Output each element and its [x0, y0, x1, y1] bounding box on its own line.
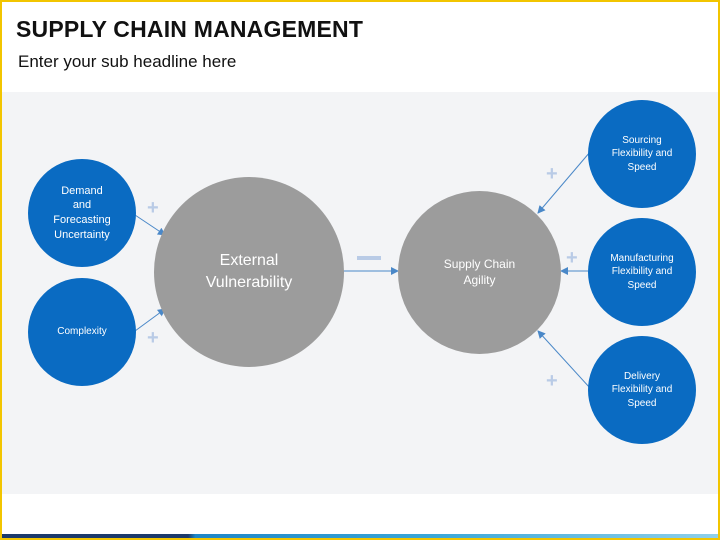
page-subtitle: Enter your sub headline here [18, 52, 237, 71]
page-title: SUPPLY CHAIN MANAGEMENT [16, 16, 364, 42]
node-demand: Demand and Forecasting Uncertainty [28, 159, 136, 267]
node-complexity-label: Complexity [57, 326, 107, 338]
arrow-complexity-to-external [134, 308, 166, 332]
node-external-label: External Vulnerability [205, 252, 293, 291]
arrow-demand-to-external [134, 214, 166, 236]
plus-icon: + [546, 163, 558, 185]
node-delivery-label: Delivery Flexibility and Speed [611, 371, 673, 409]
plus-icon: + [147, 197, 159, 219]
node-agility-label: Supply Chain Agility [443, 256, 516, 287]
footer-bar [2, 534, 718, 538]
arrow-delivery-to-agility [537, 330, 591, 389]
node-demand-label: Demand and Forecasting Uncertainty [53, 184, 111, 241]
plus-icon: + [147, 327, 159, 349]
node-external-vulnerability: External Vulnerability [154, 177, 344, 367]
node-manufacturing-label: Manufacturing Flexibility and Speed [610, 253, 674, 291]
arrow-sourcing-to-agility [537, 151, 591, 214]
minus-icon [357, 256, 381, 260]
plus-icon: + [566, 247, 578, 269]
node-manufacturing: Manufacturing Flexibility and Speed [588, 218, 696, 326]
node-supply-chain-agility: Supply Chain Agility [398, 191, 561, 354]
plus-icon: + [546, 370, 558, 392]
node-sourcing-label: Sourcing Flexibility and Speed [611, 135, 673, 173]
node-delivery: Delivery Flexibility and Speed [588, 336, 696, 444]
node-sourcing: Sourcing Flexibility and Speed [588, 100, 696, 208]
node-complexity: Complexity [28, 278, 136, 386]
